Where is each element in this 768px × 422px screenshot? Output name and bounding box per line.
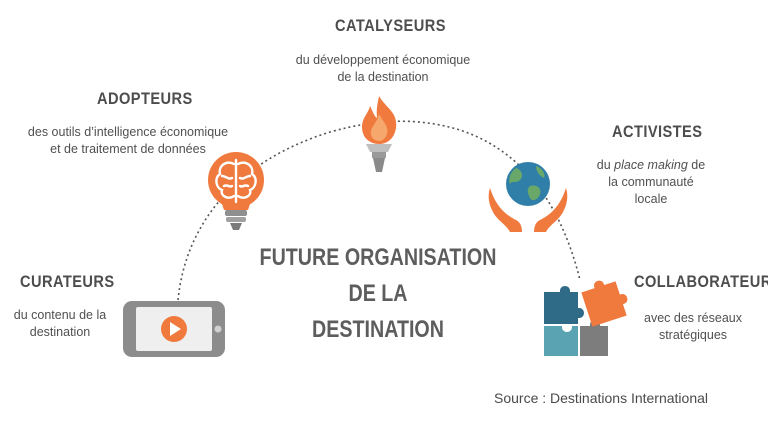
desc-line: du développement économique — [295, 53, 471, 67]
role-desc-curateurs: du contenu de la destination — [4, 307, 116, 341]
desc-line: des outils d’intelligence économique — [27, 125, 229, 139]
video-phone-icon — [123, 301, 225, 357]
desc-line: locale — [634, 192, 668, 206]
desc-line: et de traitement de données — [50, 142, 206, 156]
desc-line: avec des réseaux — [644, 311, 742, 325]
desc-emphasis: place making — [614, 158, 688, 172]
desc-line: de la destination — [337, 70, 429, 84]
desc-line: la communauté — [608, 175, 694, 189]
puzzle-icon — [544, 280, 628, 356]
role-desc-catalyseurs: du développement économique de la destin… — [268, 52, 498, 86]
role-title-catalyseurs: CATALYSEURS — [335, 16, 446, 35]
role-title-collaborateurs: COLLABORATEURS — [634, 272, 768, 291]
desc-line: destination — [29, 325, 91, 339]
role-desc-activistes: du place making de la communauté locale — [586, 157, 716, 208]
source-caption: Source : Destinations International — [494, 390, 709, 406]
role-title-curateurs: CURATEURS — [20, 272, 115, 291]
center-title-line: DESTINATION — [312, 316, 444, 343]
role-desc-adopteurs: des outils d’intelligence économique et … — [8, 124, 248, 158]
brain-bulb-icon — [208, 152, 264, 230]
globe-hands-icon — [488, 162, 568, 232]
role-desc-collaborateurs: avec des réseaux stratégiques — [624, 310, 762, 344]
torch-icon — [362, 96, 397, 172]
role-title-activistes: ACTIVISTES — [612, 122, 703, 141]
desc-line: du contenu de la — [13, 308, 107, 322]
desc-line: stratégiques — [658, 328, 728, 342]
desc-text: du — [596, 158, 615, 172]
center-title-line: FUTURE ORGANISATION DE LA — [259, 244, 497, 307]
desc-text: de — [687, 158, 706, 172]
center-title: FUTURE ORGANISATION DE LA DESTINATION — [255, 240, 501, 348]
role-title-adopteurs: ADOPTEURS — [97, 89, 193, 108]
desc-line: du place making de — [586, 157, 716, 174]
